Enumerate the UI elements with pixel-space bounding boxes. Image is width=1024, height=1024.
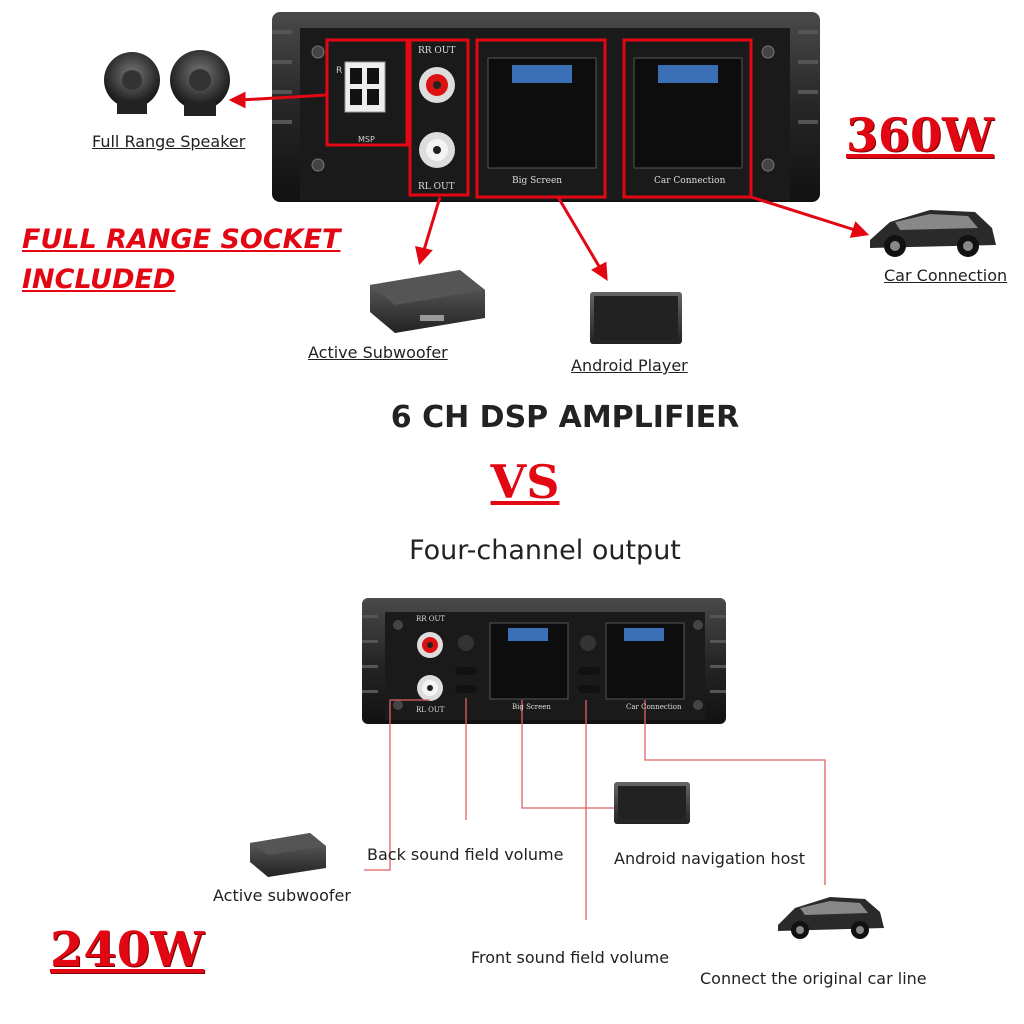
bottom-active-subwoofer-label: Active subwoofer bbox=[213, 886, 351, 905]
bottom-active-subwoofer-icon bbox=[250, 833, 326, 877]
car-connection-label: Car Connection bbox=[884, 266, 1008, 285]
android-navigation-host-icon bbox=[614, 782, 690, 824]
top-msp-label: MSP bbox=[358, 135, 375, 144]
vs-label: VS bbox=[490, 455, 560, 509]
bottom-big-screen-label: Big Screen bbox=[512, 703, 551, 711]
full-range-socket-callout: FULL RANGE SOCKET INCLUDED bbox=[22, 220, 340, 300]
original-car-line-label: Connect the original car line bbox=[700, 969, 927, 988]
original-car-icon bbox=[778, 897, 884, 939]
socket-line-2: INCLUDED bbox=[22, 264, 176, 295]
android-player-label: Android Player bbox=[571, 356, 688, 375]
android-navigation-host-label: Android navigation host bbox=[614, 849, 806, 868]
full-range-speaker-icon bbox=[104, 50, 230, 116]
active-subwoofer-device-icon bbox=[370, 270, 485, 333]
top-rl-out-label: RL OUT bbox=[418, 182, 455, 192]
bottom-rr-out-label: RR OUT bbox=[416, 615, 446, 623]
front-sound-field-label: Front sound field volume bbox=[471, 948, 670, 967]
back-sound-field-label: Back sound field volume bbox=[367, 845, 564, 864]
bottom-car-connection-panel-label: Car Connection bbox=[626, 703, 682, 711]
top-amplifier bbox=[272, 12, 820, 202]
bottom-power-rating: 240W bbox=[50, 922, 205, 978]
top-rr-out-label: RR OUT bbox=[418, 46, 456, 56]
full-range-speaker-label: Full Range Speaker bbox=[92, 132, 246, 151]
top-car-connection-panel-label: Car Connection bbox=[654, 176, 726, 186]
active-subwoofer-label: Active Subwoofer bbox=[308, 343, 448, 362]
main-title: 6 CH DSP AMPLIFIER bbox=[390, 400, 740, 435]
top-big-screen-label: Big Screen bbox=[512, 176, 563, 186]
top-connector-lines bbox=[228, 91, 870, 281]
android-player-device-icon bbox=[590, 292, 682, 344]
bottom-connector-lines bbox=[364, 698, 826, 920]
car-connection-car-icon bbox=[870, 210, 996, 257]
top-r-label: R bbox=[336, 66, 343, 76]
subtitle: Four-channel output bbox=[409, 535, 681, 566]
bottom-rl-out-label: RL OUT bbox=[416, 706, 445, 714]
bottom-amplifier bbox=[362, 598, 726, 724]
socket-line-1: FULL RANGE SOCKET bbox=[22, 224, 341, 255]
top-power-rating: 360W bbox=[846, 108, 994, 162]
